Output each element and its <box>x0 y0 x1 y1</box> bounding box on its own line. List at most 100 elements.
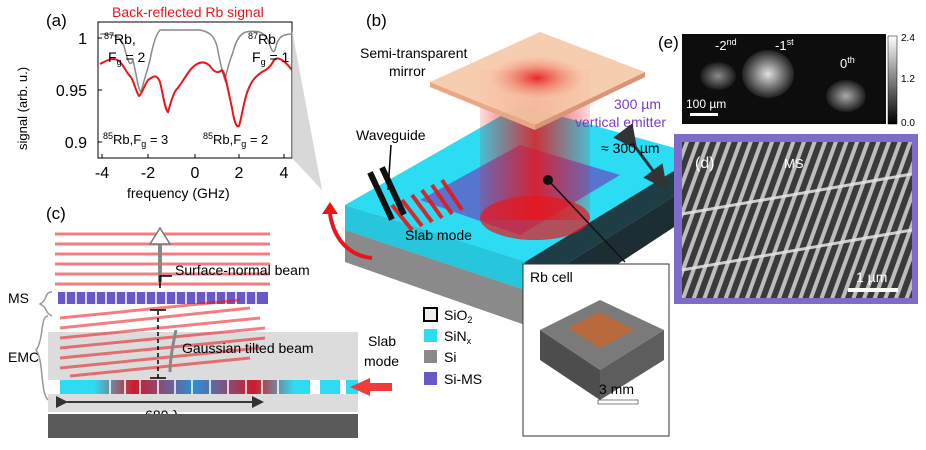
rb-cell-pointer <box>547 179 626 263</box>
x-tick-label: 2 <box>235 165 244 182</box>
y-tick-label: 1 <box>78 31 87 48</box>
tilted-beam-label: Gaussian tilted beam <box>182 340 314 356</box>
waveguide-bar <box>367 171 395 221</box>
tilted-beam-arrow <box>168 329 178 373</box>
legend-label: Si <box>444 349 456 365</box>
slab-mode-label: mode <box>364 353 399 369</box>
legend-label: SiO2 <box>444 307 472 325</box>
panel-e: (e) -2nd -1st 0th 100 µm 2.4 1.2 0.0 <box>658 33 915 129</box>
x-axis-label: frequency (GHz) <box>127 185 230 201</box>
waveguide-pointer <box>387 144 392 191</box>
legend-label: SiNx <box>444 328 472 346</box>
y-axis-label: signal (arb. u.) <box>15 67 30 150</box>
si-substrate-front <box>345 230 525 325</box>
annotation-85rb-fg3: 85Rb,Fg = 3 <box>103 131 168 149</box>
ms-brace <box>38 291 53 317</box>
rb-cell-body <box>600 330 664 400</box>
emc-label: EMC <box>8 349 39 365</box>
waveguide-bar <box>379 166 407 216</box>
sinx-layer-front <box>345 205 525 290</box>
x-tick-label: 4 <box>280 165 289 182</box>
panel-b-tag: (b) <box>366 11 387 30</box>
order-spot <box>742 50 794 98</box>
waveguide-gap <box>310 380 320 394</box>
emitter-label: vertical emitter <box>575 114 666 130</box>
y-tick-label: 0.9 <box>65 135 87 152</box>
panel-c: (c) Surface-normal beam <box>8 204 399 438</box>
annotation-87rb-fg1: 87Rb Fg = 1 <box>248 31 290 67</box>
plot-frame <box>97 21 293 159</box>
legend: SiO2 SiNx Si Si-MS <box>423 307 482 387</box>
si-ms-swatch <box>424 372 437 385</box>
mirror-edge <box>430 82 535 130</box>
rb-cell-label: Rb cell <box>530 269 573 285</box>
svg-text:87Rb: 87Rb <box>248 31 276 47</box>
panel-d-tag: (d) <box>695 155 715 172</box>
si-substrate <box>48 414 358 438</box>
colorbar-tick: 2.4 <box>901 33 915 44</box>
signal-spectrum <box>99 57 293 128</box>
x-tick-label: -4 <box>95 165 109 182</box>
rb-scalebar-label: 3 mm <box>599 381 634 397</box>
emitter-label: 300 µm <box>614 96 661 112</box>
ms-row <box>58 292 268 304</box>
reference-spectrum <box>99 29 293 94</box>
colorbar <box>887 35 898 125</box>
x-tick-label: -2 <box>141 165 155 182</box>
surface-normal-stripes <box>55 232 270 286</box>
order-spot <box>826 80 866 112</box>
ms-label: MS <box>8 290 29 306</box>
sio2-swatch <box>423 307 438 322</box>
legend-label: Si-MS <box>444 371 482 387</box>
x-tick-label: 0 <box>191 165 200 182</box>
panel-e-tag: (e) <box>658 33 679 52</box>
beam-base <box>480 196 590 240</box>
slab-mode-label: Slab mode <box>405 227 472 243</box>
chart-title: Back-reflected Rb signal <box>112 4 264 20</box>
svg-text:Fg = 2: Fg = 2 <box>108 49 146 67</box>
rb-cell-window <box>568 312 634 348</box>
colorbar-tick: 0.0 <box>901 118 915 129</box>
mirror-glow <box>489 56 585 100</box>
slab-mode-arrow <box>328 213 373 260</box>
panel-d: (d) MS 1 µm <box>674 134 918 304</box>
waveguide-gap <box>340 380 346 394</box>
far-field-scalebar-label: 100 µm <box>686 97 726 111</box>
surface-beam-label: Surface-normal beam <box>175 262 310 278</box>
sem-ridges <box>681 172 913 272</box>
surface-beam-arrowhead <box>148 226 172 245</box>
rb-scalebar <box>597 399 639 405</box>
slab-mode-label: Slab <box>368 333 396 349</box>
annotation-85rb-fg2: 85Rb,Fg = 2 <box>203 131 268 149</box>
svg-text:Fg = 1: Fg = 1 <box>252 49 290 67</box>
svg-text:87Rb,: 87Rb, <box>104 31 136 47</box>
y-tick-label: 0.95 <box>56 83 87 100</box>
far-field-scalebar <box>690 113 718 116</box>
panel-a-tag: (a) <box>46 11 67 30</box>
svg-text:85Rb,Fg = 2: 85Rb,Fg = 2 <box>203 131 268 149</box>
sem-image <box>682 142 912 298</box>
emc-stripes <box>390 178 464 232</box>
sem-scalebar-label: 1 µm <box>856 269 887 285</box>
mirror-label: Semi-transparent <box>360 45 467 61</box>
tilted-beam-stripes <box>59 298 266 378</box>
sem-ms-label: MS <box>784 156 804 171</box>
panel-c-tag: (c) <box>46 204 66 223</box>
dimension-arrow <box>613 123 668 190</box>
emc-grating-lines <box>109 380 279 394</box>
order-spot <box>700 62 736 90</box>
sem-scalebar <box>848 288 898 292</box>
slab-mode-arrowhead <box>322 202 338 214</box>
angle-mark <box>159 275 172 288</box>
emc-grating <box>94 380 294 394</box>
emc-brace <box>35 315 49 401</box>
waveguide-gap <box>48 380 60 394</box>
dimension-label: ≈ 300 µm <box>601 140 660 156</box>
panel-a: (a) Back-reflected Rb signal signal (arb… <box>15 4 322 201</box>
slab-input-arrow <box>350 378 392 396</box>
rb-cell-body <box>540 330 600 400</box>
si-swatch <box>424 350 437 363</box>
colorbar-tick: 1.2 <box>901 74 915 85</box>
mirror-label: mirror <box>389 63 426 79</box>
